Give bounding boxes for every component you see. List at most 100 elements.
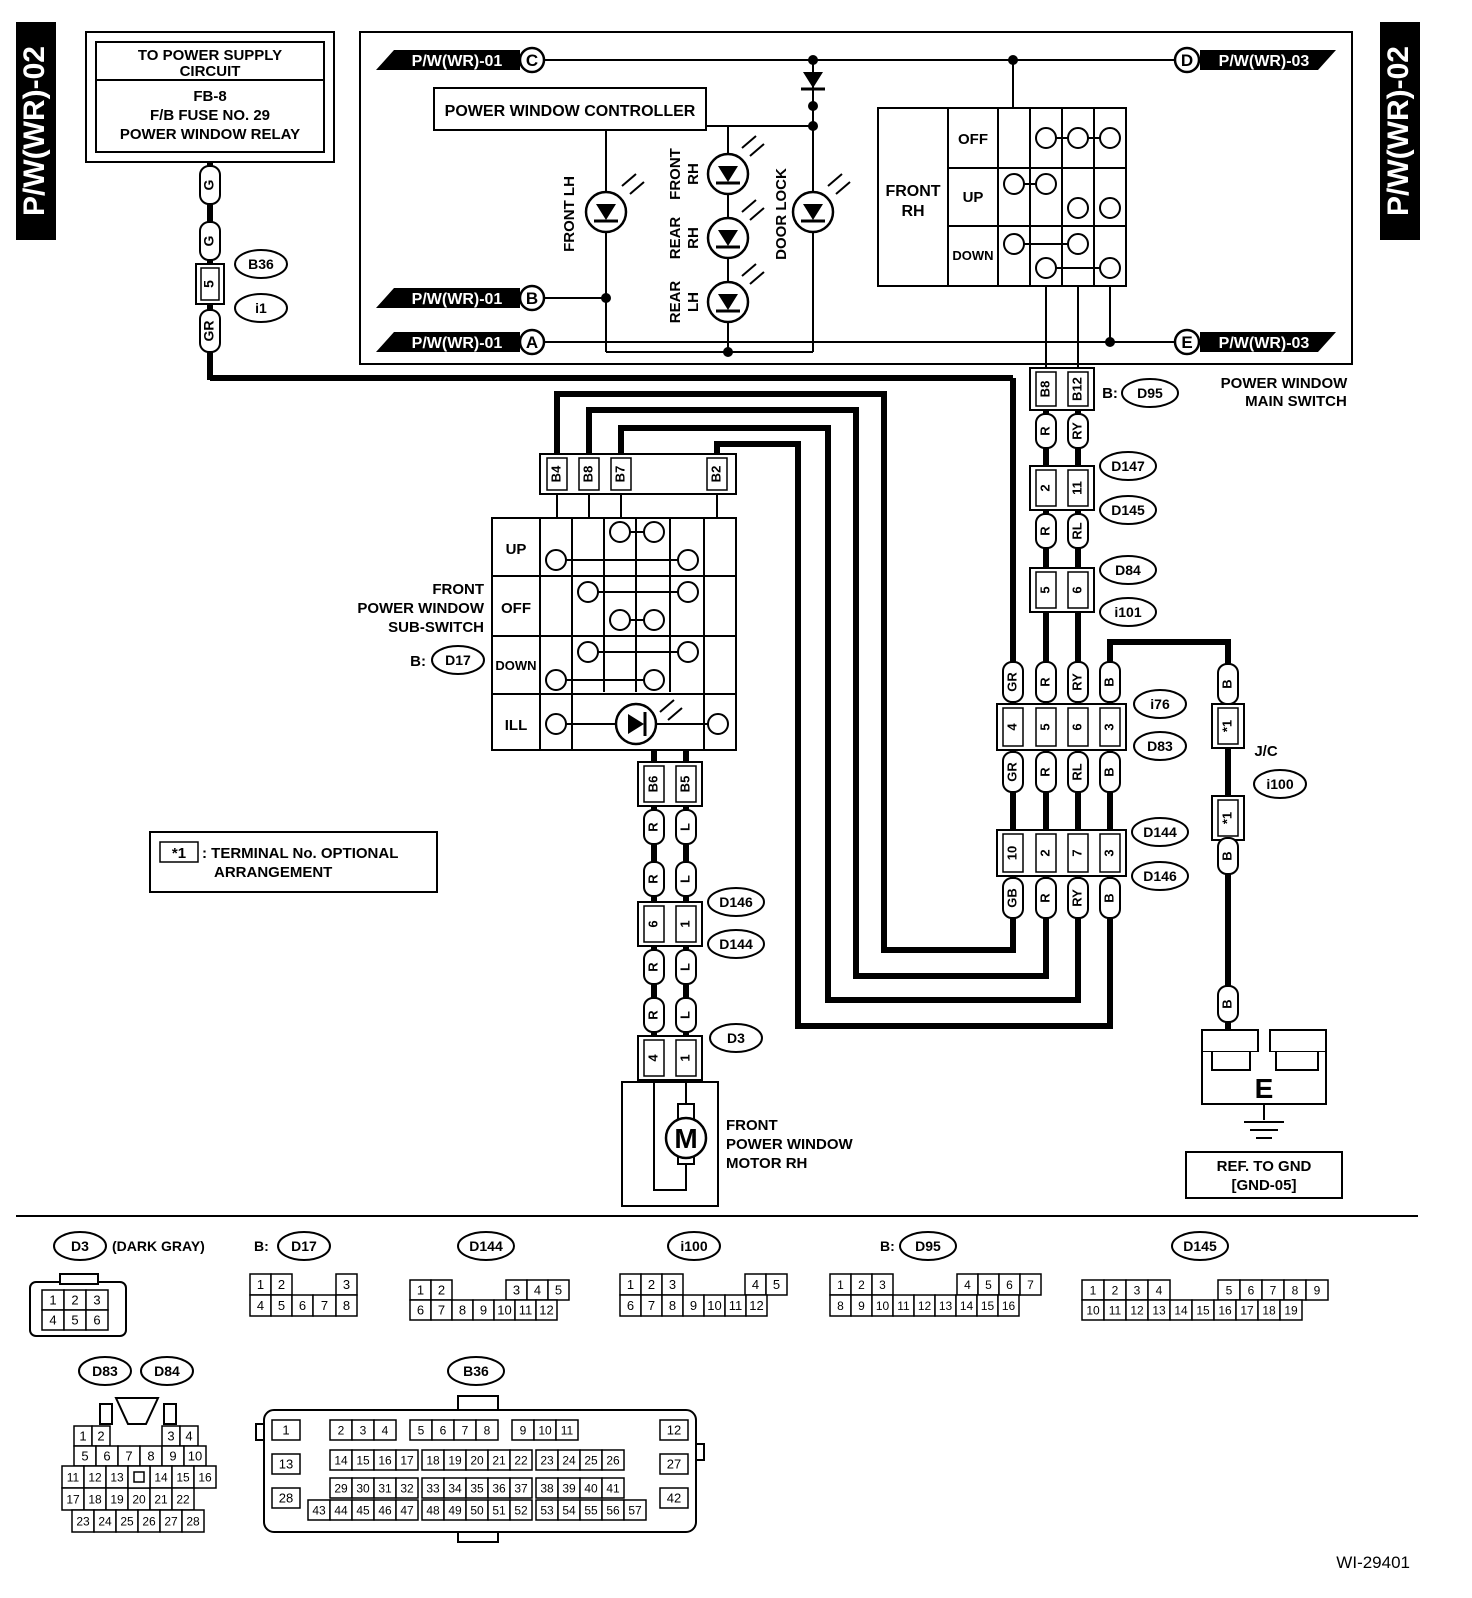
front-rh-title-2: RH [901,203,924,220]
pin-label: 23 [540,1453,554,1467]
pin-label: 5 [773,1277,780,1292]
pin-label: 4 [1156,1283,1163,1297]
pin-cell [395,1477,419,1499]
svg-text:[GND-05]: [GND-05] [1231,1177,1296,1194]
pin-label: 4 [964,1278,971,1292]
pin-label: 10 [707,1298,721,1313]
pin-label: 5 [71,1313,78,1328]
sub-switch-table [491,517,737,751]
pin-cell [601,1477,625,1499]
pin-cell [271,1487,301,1509]
svg-text:*1: *1 [172,845,186,862]
pin-label: 17 [1240,1303,1254,1317]
pin-label: 12 [667,1423,681,1438]
main-switch-outputs [1045,286,1079,370]
svg-text:D146: D146 [1143,868,1177,884]
pin-label: 15 [1196,1303,1210,1317]
svg-text:*1: *1 [1219,812,1234,824]
svg-text:P/W(WR)-01: P/W(WR)-01 [412,53,503,70]
pin-label: 10 [497,1303,511,1318]
pin-label: 15 [176,1470,190,1484]
pin-cell [395,1499,419,1521]
connector-i100-label: i100 [1253,769,1307,799]
pin-label: 8 [484,1423,491,1437]
front-rh-title-1: FRONT [885,183,940,200]
led-front-rh-icon [706,135,765,196]
pin-label: 18 [1262,1303,1276,1317]
svg-text:D95: D95 [915,1238,941,1254]
svg-text:i101: i101 [1114,604,1141,620]
connector-d146-d144-left-body: 6 1 [637,901,703,947]
pin-label: 1 [49,1293,56,1308]
wire-tags-i76: GR R RY B [1002,661,1121,703]
sub-switch-name-2: POWER WINDOW [357,600,484,617]
pin-label: 22 [176,1492,190,1506]
pin-label: 1 [417,1283,424,1298]
pin-label: 27 [667,1457,681,1472]
pin-label: 7 [1270,1283,1277,1297]
pin-label: 1 [627,1277,634,1292]
svg-text:RL: RL [1069,763,1084,780]
svg-text:R: R [1037,426,1052,436]
sub-switch-row-up: UP [506,541,527,558]
svg-text:A: A [526,333,538,352]
svg-text:D144: D144 [719,936,753,952]
pin-label: 45 [356,1503,370,1517]
led-door-lock-label: DOOR LOCK [773,168,790,260]
svg-text:D84: D84 [1115,562,1141,578]
pin-label: 10 [538,1423,552,1437]
pin-label: 23 [76,1514,90,1528]
pin-label: 54 [562,1503,576,1517]
svg-text:6: 6 [1069,723,1084,730]
svg-text:B: B [526,289,538,308]
svg-text:C: C [526,51,538,70]
svg-text:4: 4 [1004,723,1019,731]
connector-d17-label: D17 [431,645,485,675]
pin-label: 19 [110,1492,124,1506]
pin-label: 32 [400,1481,414,1495]
pin-label: 11 [67,1470,80,1484]
pin-label: 6 [299,1298,306,1313]
pin-label: 3 [1134,1283,1141,1297]
connector-d147-label: D147 [1099,451,1157,481]
power-window-controller: POWER WINDOW CONTROLLER [433,87,707,131]
svg-text:B4: B4 [548,465,563,482]
svg-text:M: M [674,1123,697,1154]
pin-label: 22 [514,1453,528,1467]
pin-label: 1 [282,1423,289,1438]
pin-cell [373,1419,397,1441]
svg-text:i100: i100 [1266,776,1293,792]
pin-label: 1 [1090,1283,1097,1297]
pin-label: 11 [729,1298,743,1313]
sub-switch-name-3: SUB-SWITCH [388,619,484,636]
svg-text:5: 5 [201,280,217,288]
svg-text:G: G [201,179,217,190]
pin-label: 42 [667,1491,681,1506]
pin-label: 2 [858,1278,865,1292]
pin-cell [765,1273,788,1296]
svg-text:P/W(WR)-03: P/W(WR)-03 [1219,335,1310,352]
pin-label: 10 [876,1299,890,1313]
pin-label: 16 [1002,1299,1016,1313]
pin-label: 8 [1292,1283,1299,1297]
main-switch-conn-prefix: B: [1102,385,1118,402]
svg-text:i76: i76 [1150,696,1170,712]
pin-label: 56 [606,1503,620,1517]
svg-text:GR: GR [201,321,217,342]
pin-label: 33 [426,1481,440,1495]
svg-text:R: R [1037,526,1052,536]
svg-text:B: B [1101,767,1116,776]
pin-cell [659,1487,689,1509]
jc-label: J/C [1254,743,1278,760]
connector-b36-label: B36 [234,249,288,279]
connector-i76-label: i76 [1133,689,1187,719]
svg-text:P/W(WR)-02: P/W(WR)-02 [18,46,51,216]
pin-cell [997,1294,1020,1317]
connector-i101-label: i101 [1099,597,1157,627]
pin-label: 51 [492,1503,506,1517]
led-rear-lh-label-2: LH [685,292,702,312]
pin-label: 4 [257,1298,264,1313]
